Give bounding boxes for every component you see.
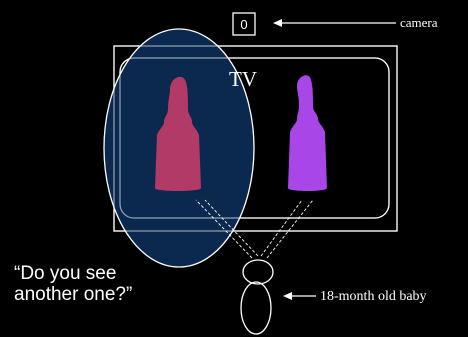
right-bottle bbox=[288, 75, 327, 191]
baby-label: 18-month old baby bbox=[320, 289, 427, 304]
baby-body bbox=[241, 282, 271, 334]
question-line-1: “Do you see bbox=[14, 263, 116, 284]
camera-arrow-head bbox=[273, 19, 282, 27]
camera-label: camera bbox=[400, 15, 438, 30]
camera-symbol: 0 bbox=[240, 17, 247, 32]
question-line-2: another one?” bbox=[14, 284, 132, 305]
baby-head bbox=[243, 260, 273, 284]
baby-arrow-head bbox=[283, 292, 292, 300]
tv-label: TV bbox=[229, 67, 257, 91]
